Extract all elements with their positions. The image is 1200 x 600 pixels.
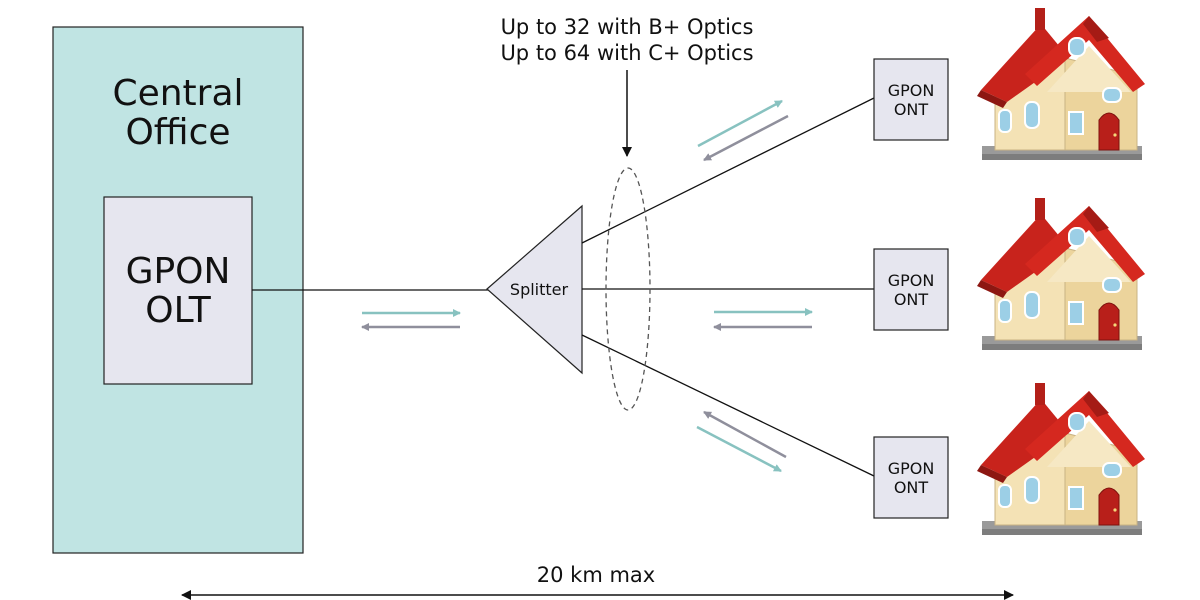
gpon-ont-3-label-line-2: ONT bbox=[894, 478, 929, 497]
gpon-ont-1-label-line-2: ONT bbox=[894, 100, 929, 119]
gpon-ont-box-3 bbox=[873, 436, 949, 519]
central-office-title-line-1: Central bbox=[112, 73, 243, 114]
drop-fiber-line-bottom bbox=[581, 334, 875, 477]
house-icon-3 bbox=[976, 382, 1146, 536]
split-group-ellipse bbox=[605, 167, 651, 411]
gpon-ont-box-2 bbox=[873, 248, 949, 331]
gpon-olt-label-line-1: GPON bbox=[126, 251, 231, 292]
distance-label: 20 km max bbox=[537, 563, 655, 587]
drop-fiber-line-top bbox=[581, 97, 875, 244]
gpon-ont-2-label-line-1: GPON bbox=[888, 271, 935, 290]
gpon-olt-label-line-2: OLT bbox=[145, 290, 211, 331]
downstream-arrow-bottom-icon bbox=[696, 425, 782, 473]
optics-note-line-2: Up to 64 with C+ Optics bbox=[500, 41, 753, 65]
gpon-ont-1-label-line-1: GPON bbox=[888, 81, 935, 100]
gpon-ont-2-label-line-2: ONT bbox=[894, 290, 929, 309]
optics-note-line-1: Up to 32 with B+ Optics bbox=[501, 15, 754, 39]
splitter-label: Splitter bbox=[510, 280, 569, 299]
downstream-arrow-top-icon bbox=[697, 99, 783, 148]
house-icon-2 bbox=[976, 197, 1146, 351]
gpon-ont-box-1 bbox=[873, 58, 949, 141]
gpon-olt-box bbox=[103, 196, 253, 385]
upstream-arrow-top-icon bbox=[703, 114, 789, 162]
gpon-ont-3-label-line-1: GPON bbox=[888, 459, 935, 478]
central-office-title-line-2: Office bbox=[125, 112, 230, 153]
house-icon-1 bbox=[976, 7, 1146, 161]
upstream-arrow-bottom-icon bbox=[703, 410, 787, 459]
